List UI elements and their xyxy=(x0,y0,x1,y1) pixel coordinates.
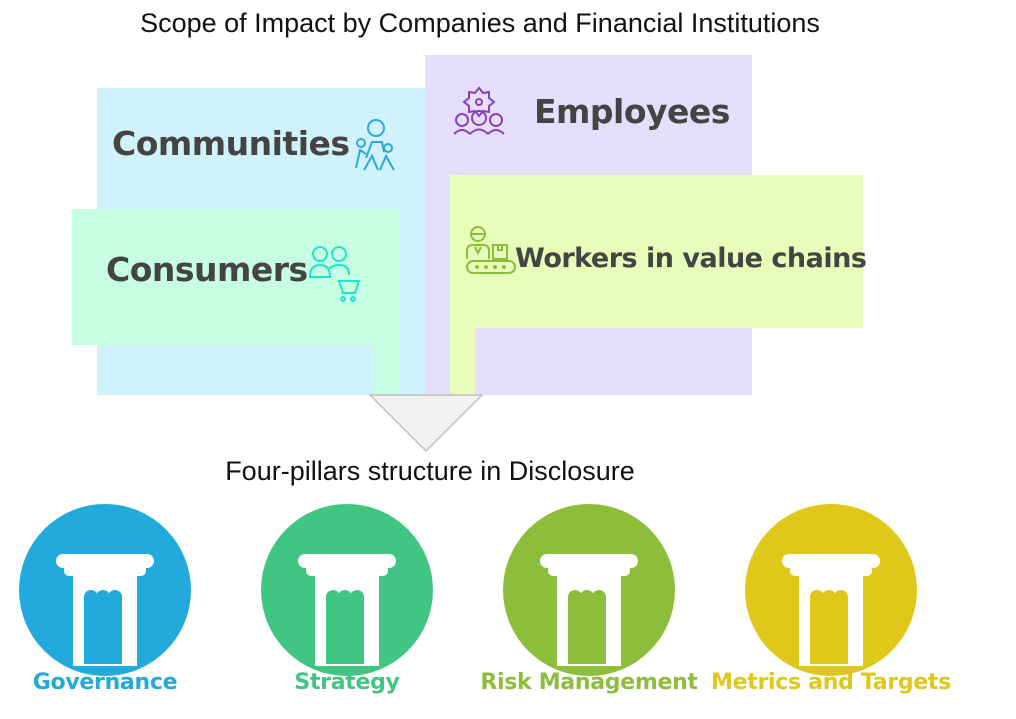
employees-label: Employees xyxy=(534,92,730,131)
pillars-subtitle: Four-pillars structure in Disclosure xyxy=(225,456,635,486)
pillar-label: Metrics and Targets xyxy=(711,670,951,695)
consumers-label: Consumers xyxy=(106,250,308,289)
workers-label: Workers in value chains xyxy=(515,243,867,274)
pillar-label: Risk Management xyxy=(480,670,698,695)
employees-gear-icon xyxy=(452,86,506,136)
diagram-title: Scope of Impact by Companies and Financi… xyxy=(140,8,820,38)
workers-stem xyxy=(450,328,475,395)
communities-label: Communities xyxy=(112,124,350,163)
pillar-icon xyxy=(745,504,917,676)
consumers-stem xyxy=(373,345,399,395)
pillar-label: Strategy xyxy=(294,670,400,695)
consumers-cart-icon xyxy=(309,245,361,303)
pillar-icon xyxy=(503,504,675,676)
pillar-icon xyxy=(261,504,433,676)
workers-box xyxy=(450,175,863,328)
consumers-box xyxy=(72,209,399,345)
worker-conveyor-icon xyxy=(465,225,517,277)
pillar-icon xyxy=(19,504,191,676)
pillar-label: Governance xyxy=(32,670,178,695)
community-icon xyxy=(352,118,398,172)
down-arrow xyxy=(368,394,484,454)
